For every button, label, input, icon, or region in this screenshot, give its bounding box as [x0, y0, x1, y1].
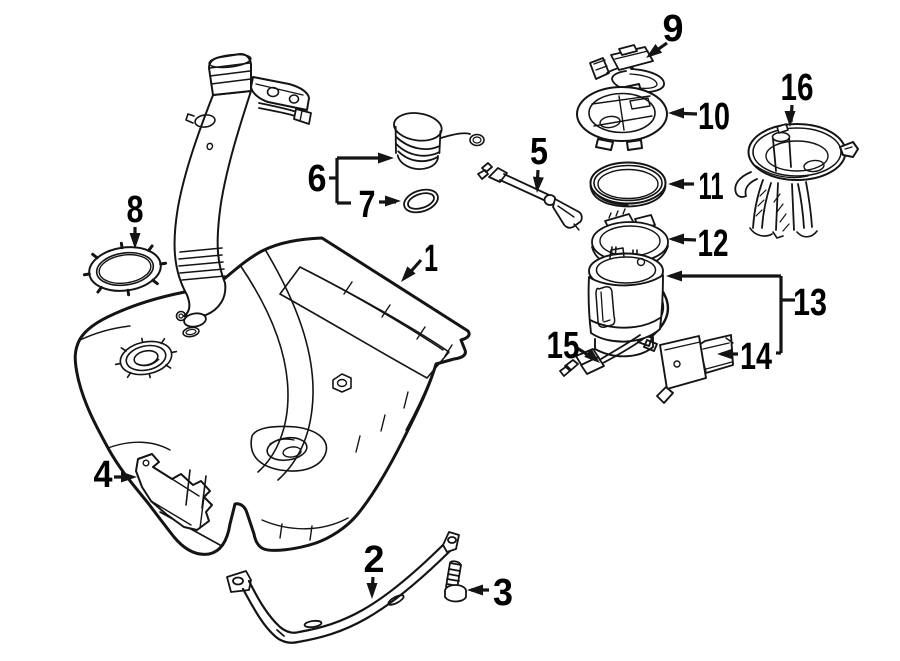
callout-number: 1: [424, 238, 438, 280]
callout-9[interactable]: 9: [643, 8, 684, 62]
callout-number: 16: [781, 67, 814, 109]
callout-4[interactable]: 4: [94, 454, 138, 496]
callout-12[interactable]: 12: [668, 223, 729, 265]
strap-bolt-drawing: [444, 560, 467, 603]
callout-arrowhead: [467, 584, 483, 596]
callout-2[interactable]: 2: [364, 539, 385, 599]
fuel-filter-reservoir-drawing: [734, 123, 859, 239]
callout-arrowhead: [666, 270, 682, 282]
callout-arrowhead: [129, 233, 141, 249]
callout-arrowhead: [784, 111, 796, 127]
callout-arrowhead: [378, 152, 394, 164]
callout-11[interactable]: 11: [668, 166, 724, 208]
callout-number: 7: [359, 184, 376, 226]
callout-number: 4: [94, 454, 113, 496]
callout-7[interactable]: 7: [359, 184, 402, 226]
callout-number: 12: [698, 223, 729, 265]
callout-arrowhead: [385, 195, 401, 207]
callout-14[interactable]: 14: [717, 336, 772, 378]
callout-arrowhead: [668, 178, 684, 190]
filler-neck-drawing: [173, 53, 312, 328]
cap-seal-drawing: [403, 188, 439, 214]
fuel-pump-assembly-drawing: [587, 247, 670, 358]
callout-arrowhead: [366, 583, 378, 599]
callout-16[interactable]: 16: [781, 67, 814, 127]
callout-arrowhead: [401, 266, 416, 282]
callout-number: 6: [308, 158, 327, 200]
callout-number: 15: [547, 325, 580, 367]
heat-shield-drawing: [135, 453, 213, 531]
callout-number: 10: [698, 96, 730, 138]
callout-arrowhead: [646, 43, 663, 58]
vent-line-drawing: [477, 162, 583, 231]
callout-number: 9: [663, 8, 684, 50]
callout-arrowhead: [668, 233, 684, 245]
callout-number: 2: [364, 539, 385, 581]
callout-13[interactable]: 13: [666, 270, 827, 355]
callout-arrowhead: [584, 348, 600, 363]
callout-number: 13: [793, 282, 827, 324]
callout-number: 11: [699, 166, 724, 208]
pump-bracket-drawing: [656, 334, 734, 404]
callout-number: 8: [127, 189, 144, 231]
callout-number: 3: [493, 572, 513, 614]
callout-15[interactable]: 15: [547, 325, 604, 367]
callout-6[interactable]: 6: [308, 152, 395, 205]
fuel-cap-drawing: [393, 112, 485, 170]
sensor-drawing: [589, 44, 665, 94]
callout-8[interactable]: 8: [127, 189, 144, 249]
fuel-tank-drawing: [73, 236, 471, 556]
callout-5[interactable]: 5: [530, 131, 548, 193]
filler-lock-ring-drawing: [82, 241, 168, 297]
pump-lock-ring-drawing: [576, 83, 668, 151]
callout-arrowhead: [121, 471, 137, 483]
callout-1[interactable]: 1: [397, 238, 438, 286]
tank-strap-drawing: [226, 531, 460, 644]
callout-arrowhead: [717, 348, 733, 360]
callout-arrowhead: [668, 107, 684, 119]
callout-number: 14: [740, 336, 772, 378]
callout-3[interactable]: 3: [467, 572, 513, 614]
callout-number: 5: [530, 131, 548, 173]
pump-seal-drawing: [589, 161, 667, 208]
callout-arrowhead: [532, 176, 544, 193]
callout-10[interactable]: 10: [668, 96, 730, 138]
